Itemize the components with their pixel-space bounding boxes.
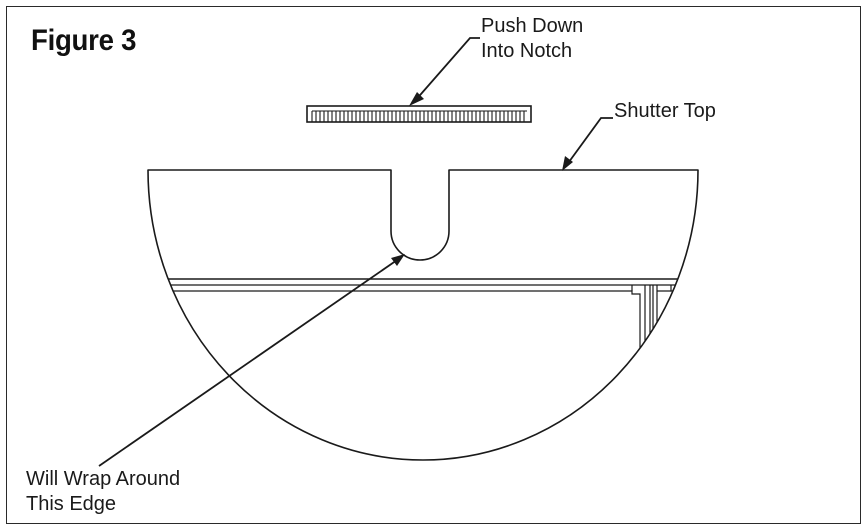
shutter-top-label: Shutter Top — [614, 100, 716, 122]
wrap-edge-leader — [98, 254, 405, 467]
seam-line-bottom — [148, 290, 641, 378]
shutter-top-leader — [562, 117, 613, 171]
wrap-edge-label-line2: This Edge — [26, 493, 117, 515]
push-down-label-line2: Into Notch — [481, 40, 573, 62]
wrap-edge-arrowhead — [391, 254, 405, 266]
shutter-top — [147, 169, 699, 461]
push-down-callout: Push Down Into Notch — [481, 14, 583, 64]
shutter-top-leader-line — [565, 117, 613, 167]
wrap-edge-callout: Will Wrap Around This Edge — [26, 467, 180, 517]
shutter-top-callout: Shutter Top — [614, 99, 716, 124]
push-down-leader-line — [413, 37, 480, 103]
push-down-leader — [409, 37, 480, 106]
shutter-top-arrowhead — [562, 156, 573, 171]
push-down-arrowhead — [409, 92, 424, 106]
shutter-outline — [147, 169, 699, 461]
figure-title: Figure 3 — [31, 24, 137, 57]
strip-outline — [306, 105, 532, 123]
wrap-edge-leader-line — [98, 257, 401, 467]
notched-strip — [306, 105, 532, 123]
figure-frame — [6, 6, 861, 524]
wrap-edge-label-line1: Will Wrap Around — [26, 468, 181, 490]
strip-teeth — [311, 110, 527, 122]
push-down-label-line1: Push Down — [481, 15, 584, 37]
